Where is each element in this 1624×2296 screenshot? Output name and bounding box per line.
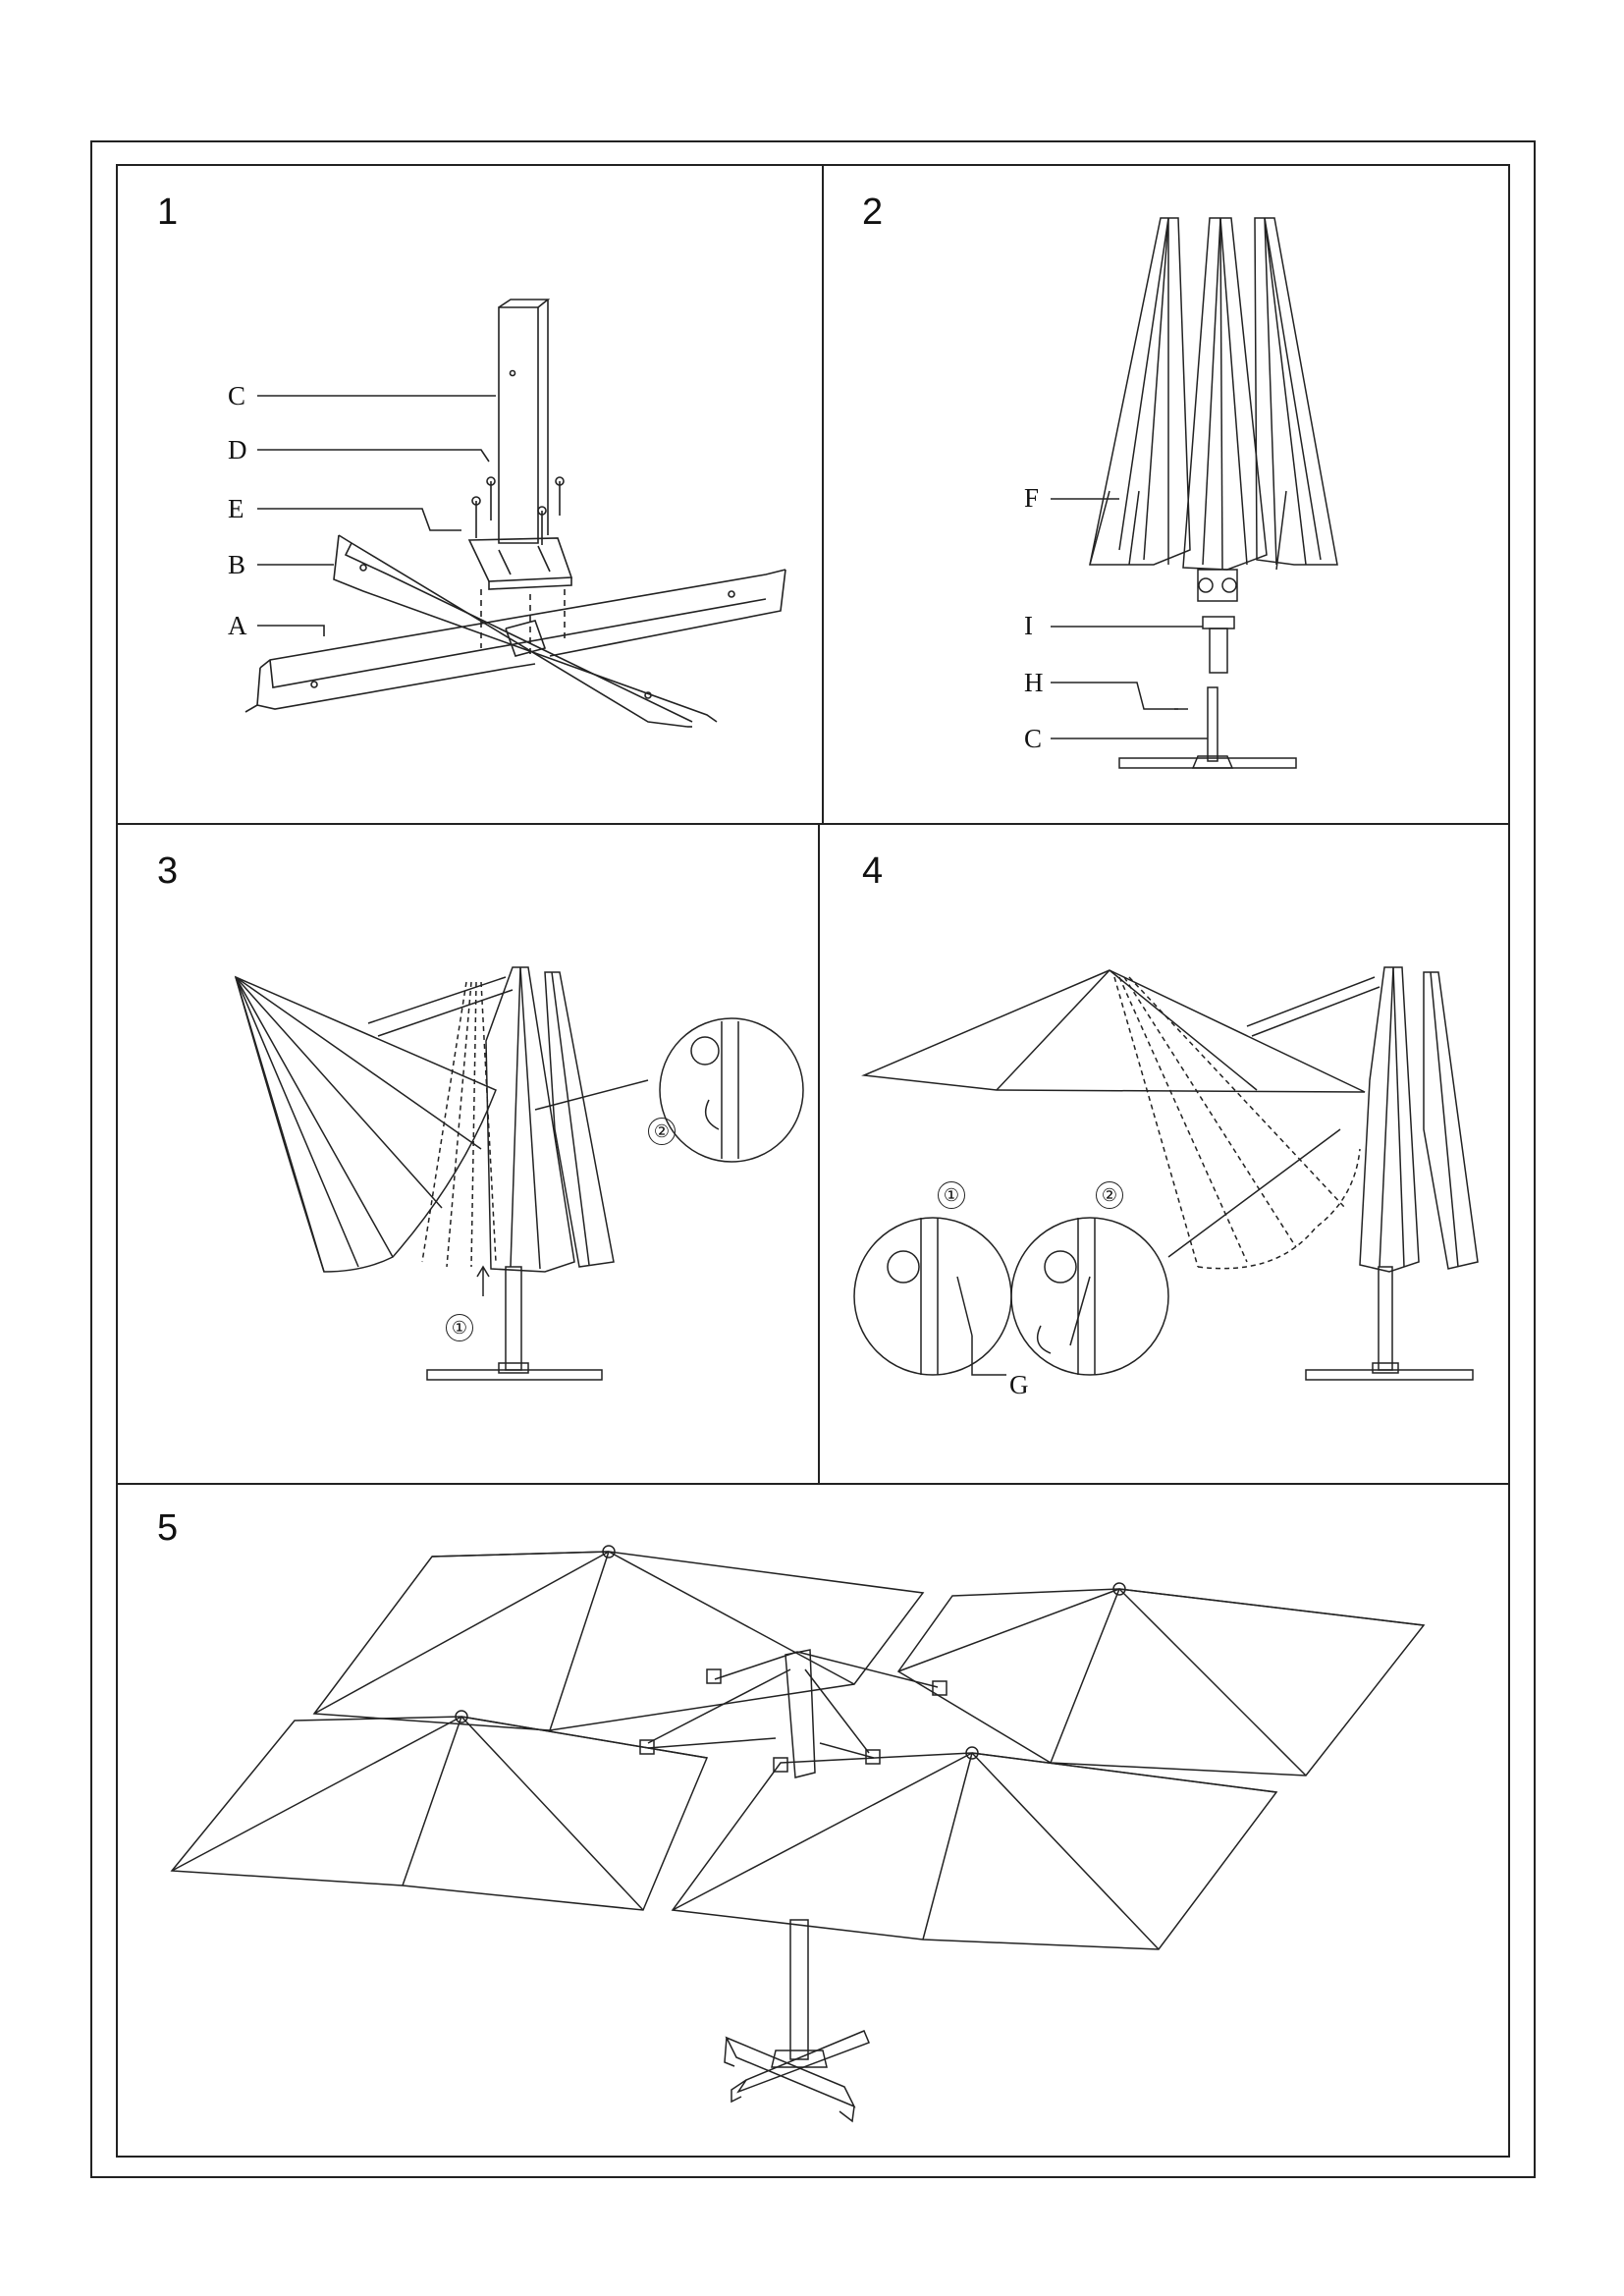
part-label-d: D xyxy=(228,435,247,465)
part-label-c: C xyxy=(228,381,246,410)
part-label-g: G xyxy=(1009,1370,1029,1399)
step-number: 3 xyxy=(157,850,179,892)
divider-horizontal-2 xyxy=(117,1483,1509,1485)
step-number: 1 xyxy=(157,191,179,233)
step-marker-2: ② xyxy=(648,1118,676,1145)
part-label-i: I xyxy=(1024,611,1033,640)
divider-horizontal-1 xyxy=(117,823,1509,825)
part-label-c: C xyxy=(1024,724,1043,753)
step-marker-1: ① xyxy=(446,1314,473,1341)
divider-vertical-top xyxy=(822,165,824,823)
step-marker-1: ① xyxy=(938,1181,965,1209)
part-label-b: B xyxy=(228,550,246,579)
step-marker-2: ② xyxy=(1096,1181,1123,1209)
step-number: 5 xyxy=(157,1507,179,1549)
part-label-h: H xyxy=(1024,668,1044,697)
inner-frame xyxy=(116,164,1510,2158)
step-number: 2 xyxy=(862,191,884,233)
part-label-e: E xyxy=(228,494,244,523)
step-number: 4 xyxy=(862,850,884,892)
part-label-f: F xyxy=(1024,483,1040,513)
outer-frame xyxy=(90,140,1536,2178)
divider-vertical-middle xyxy=(818,823,820,1483)
part-label-a: A xyxy=(228,611,247,640)
